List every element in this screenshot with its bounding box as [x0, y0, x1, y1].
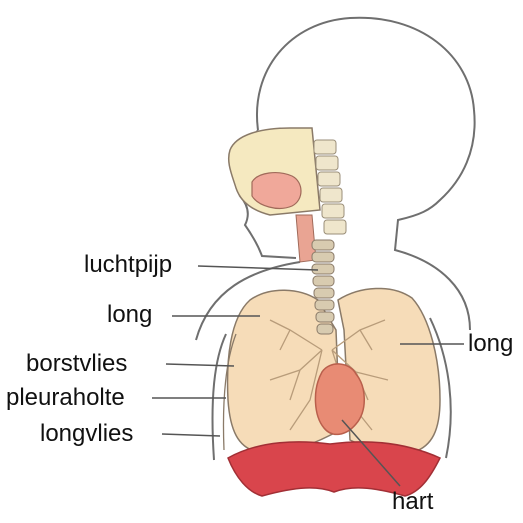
label-lung-right: long: [468, 330, 513, 358]
heart: [315, 364, 364, 434]
label-pleura-visceral: longvlies: [40, 420, 133, 448]
label-pleura-parietal: borstvlies: [26, 350, 127, 378]
label-trachea: luchtpijp: [84, 251, 172, 279]
neck-vertebrae: [314, 140, 346, 234]
label-lung-left: long: [107, 301, 152, 329]
label-pleural-cavity: pleuraholte: [6, 384, 125, 412]
oral-cavity: [252, 173, 301, 209]
label-heart: hart: [392, 488, 433, 516]
